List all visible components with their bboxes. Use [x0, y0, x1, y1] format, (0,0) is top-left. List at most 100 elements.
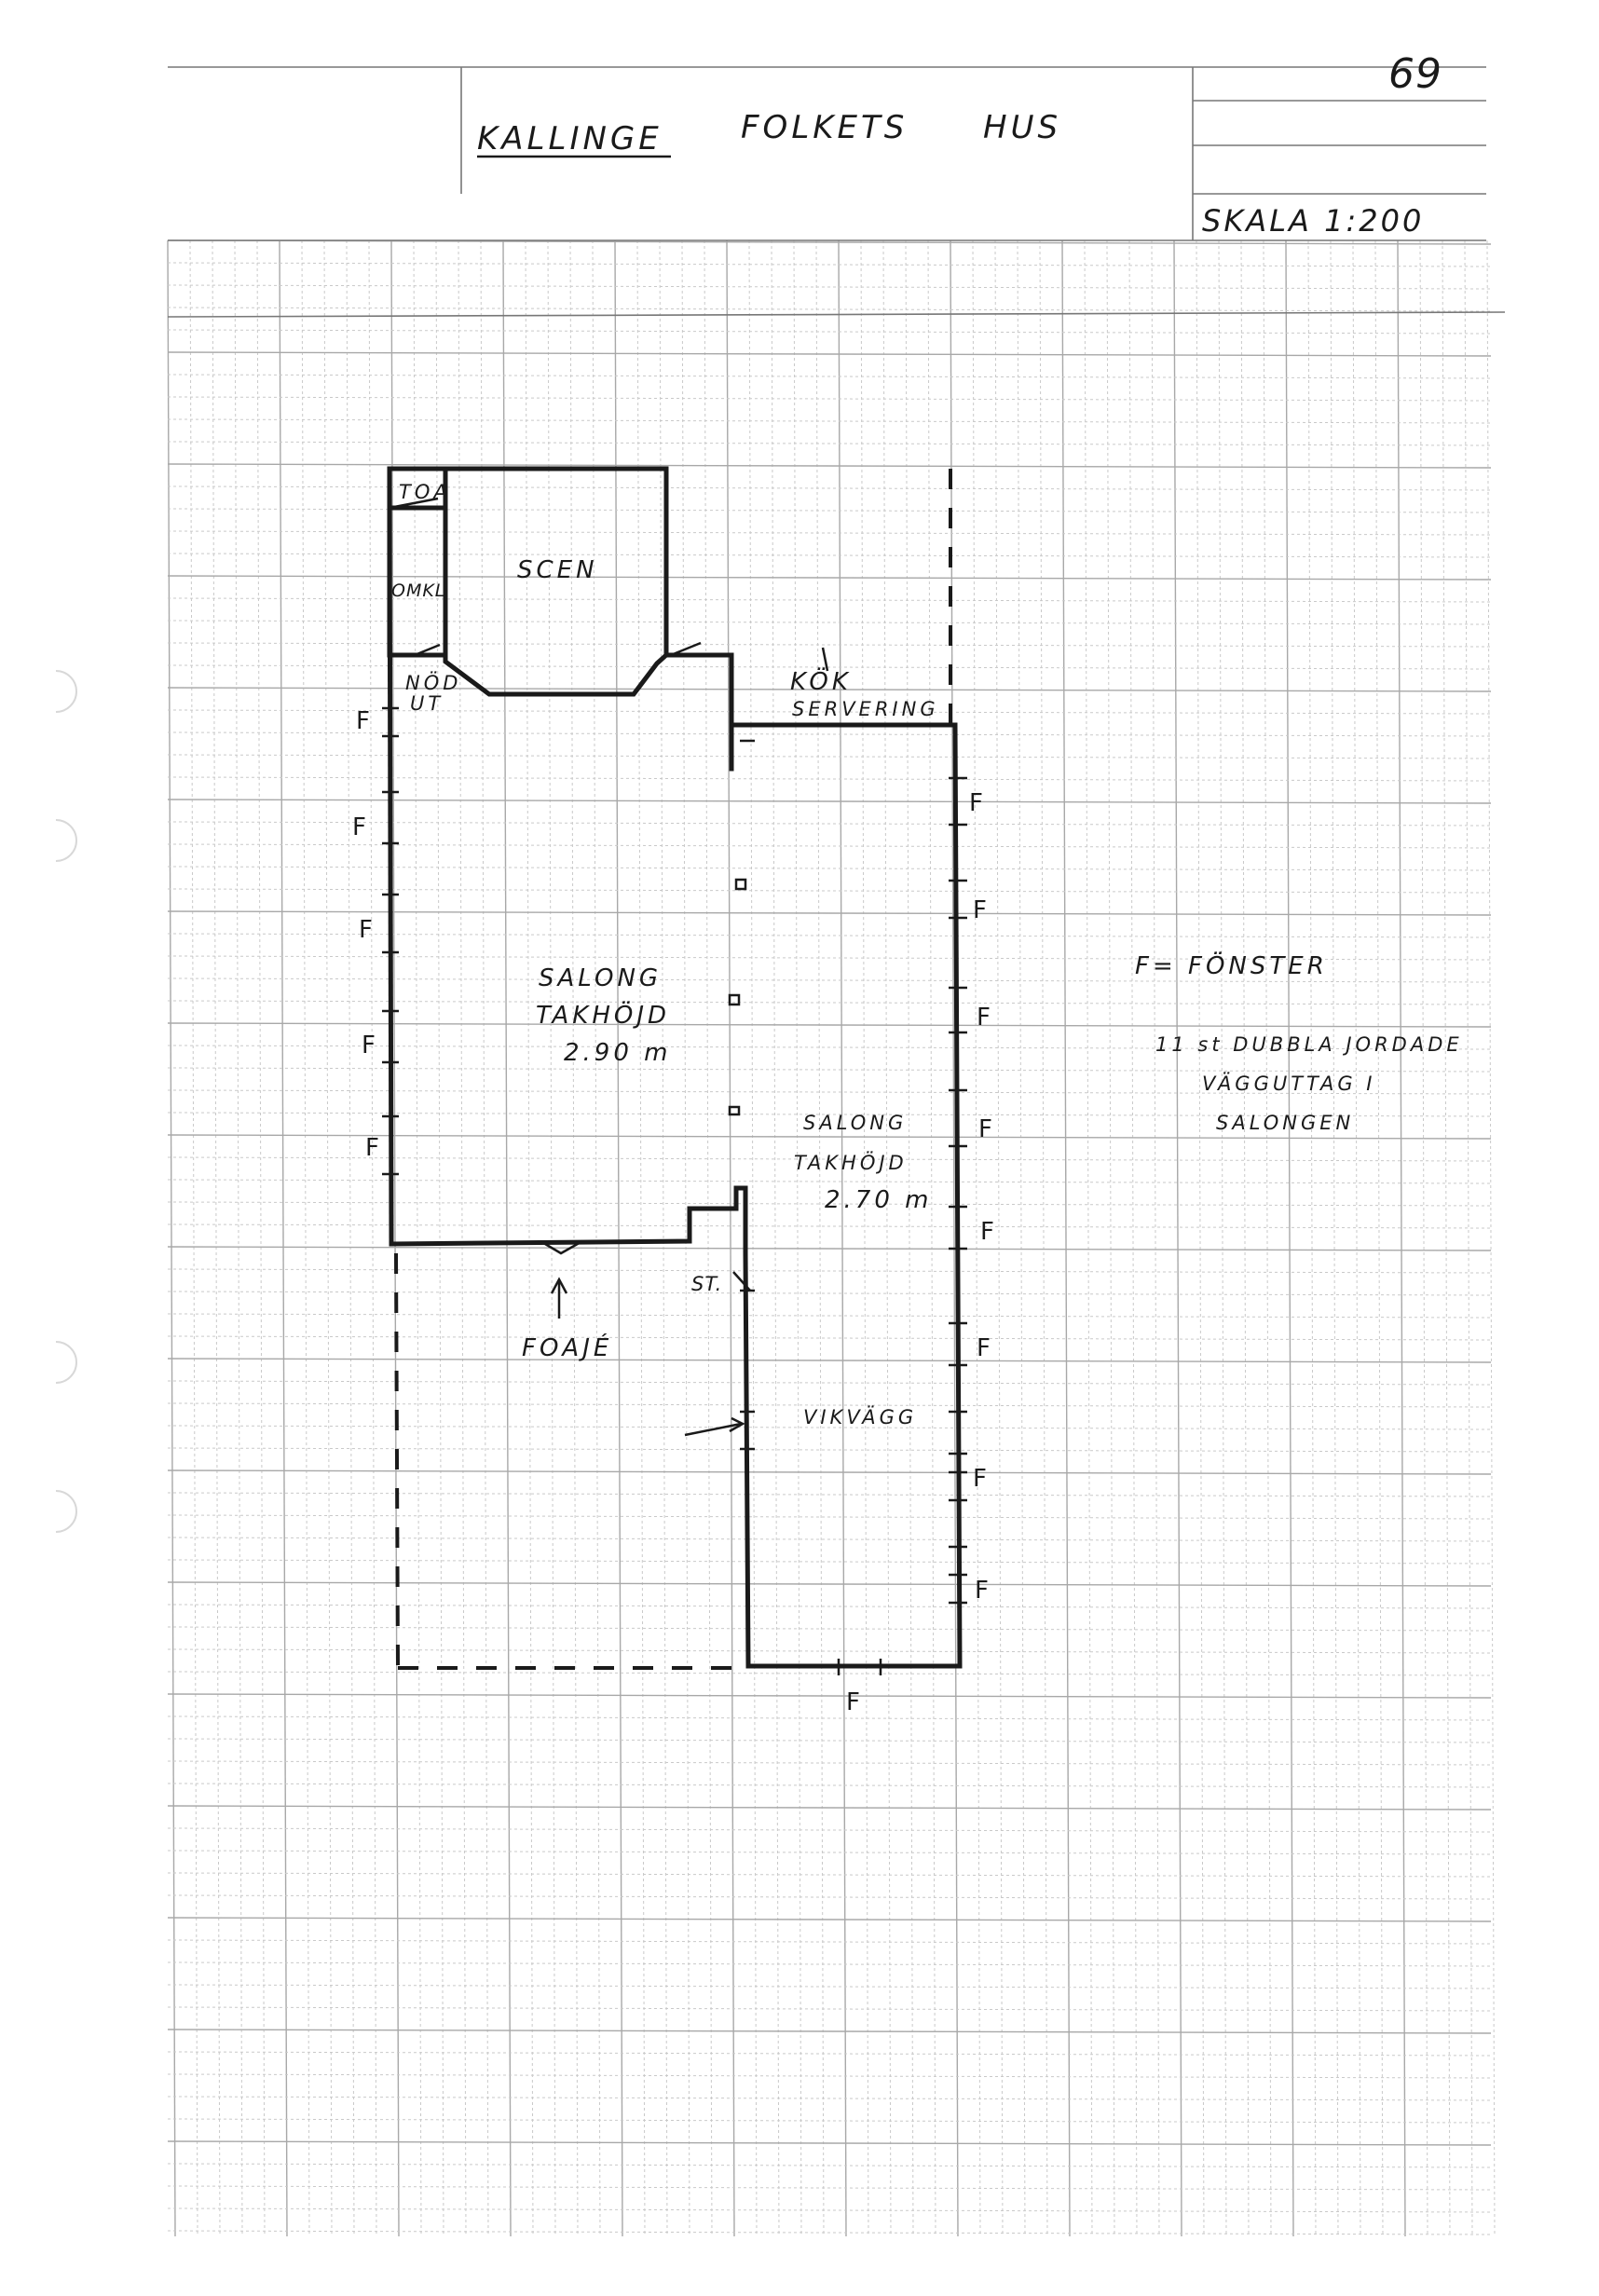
label-salong-2: SALONG: [803, 1112, 907, 1134]
grid-line: [726, 239, 735, 2237]
grid-line: [189, 239, 198, 2237]
column: [728, 993, 741, 1006]
right-wall: [952, 722, 963, 1669]
vikvagg-arrowhead: [729, 1416, 745, 1433]
grid-line: [167, 888, 1492, 894]
grid-line: [1352, 239, 1361, 2237]
grid-line: [167, 977, 1492, 983]
window-mark-f: F: [977, 1004, 991, 1032]
grid-line: [167, 2118, 1492, 2124]
grid-line: [167, 1492, 1492, 1497]
label-vikvagg: VIKVÄGG: [803, 1405, 917, 1428]
left-wall: [387, 466, 394, 1247]
grid-line: [167, 843, 1492, 849]
label-kok: KÖK: [790, 666, 852, 696]
column: [728, 1105, 741, 1116]
grid-line: [1419, 239, 1428, 2237]
grid-line: [167, 262, 1492, 267]
grid-line: [771, 239, 780, 2237]
grid-line: [167, 2096, 1492, 2101]
column: [734, 878, 747, 891]
grid-line: [1128, 239, 1138, 2237]
window-mark-f: F: [975, 1577, 989, 1605]
label-servering: SERVERING: [792, 698, 939, 720]
grid-line: [167, 1402, 1492, 1408]
grid-line: [167, 575, 1492, 581]
grid-line: [1330, 239, 1339, 2237]
window-mark-f: F: [352, 813, 366, 841]
stage-door: [670, 641, 702, 657]
grid-line: [167, 1000, 1492, 1005]
grid-line: [167, 754, 1492, 759]
grid-line: [323, 239, 333, 2237]
grid-line: [167, 1022, 1492, 1028]
grid-line: [1486, 239, 1496, 2237]
grid-line: [167, 776, 1492, 782]
grid-line: [167, 955, 1492, 961]
title-block: [167, 66, 1506, 318]
grid-line: [1307, 239, 1317, 2237]
grid-line: [167, 2185, 1492, 2191]
label-toa: TOA: [399, 481, 451, 503]
label-height-1: 2.90 m: [564, 1039, 671, 1067]
grid-line: [167, 1134, 1492, 1140]
grid-line: [167, 1179, 1492, 1184]
legend-fonster: F= FÖNSTER: [1135, 950, 1328, 980]
grid-line: [167, 1738, 1492, 1743]
grid-line: [167, 1067, 1492, 1073]
label-st: ST.: [691, 1273, 722, 1295]
grid-line: [279, 239, 288, 2237]
grid-line: [167, 1089, 1492, 1095]
grid-line: [502, 239, 512, 2237]
grid-line: [167, 441, 1492, 446]
grid-line: [1464, 239, 1473, 2237]
grid-line: [167, 1961, 1492, 1967]
grid-line: [815, 239, 825, 2237]
legend-outlets-2: VÄGGUTTAG I: [1202, 1072, 1375, 1095]
label-omkl: OMKL: [391, 581, 445, 601]
grid-line: [1442, 239, 1451, 2237]
grid-line: [480, 239, 489, 2237]
grid-line: [167, 597, 1492, 603]
grid-line: [167, 2029, 1492, 2034]
grid-line: [167, 1469, 1492, 1475]
grid-line: [167, 239, 176, 2237]
grid-line: [1017, 239, 1026, 2237]
grid-line: [167, 910, 1492, 916]
grid-line: [1151, 239, 1160, 2237]
window-ticks: [382, 706, 967, 1675]
grid-line: [167, 1268, 1492, 1274]
grid-line: [167, 1805, 1492, 1811]
grid-line: [167, 1984, 1492, 1989]
window-mark-f: F: [978, 1115, 992, 1143]
grid-line: [167, 463, 1492, 469]
grid-line: [1084, 239, 1093, 2237]
grid-line: [167, 1156, 1492, 1162]
page-number: 69: [1388, 50, 1442, 98]
vikvagg-arrow: [684, 1422, 742, 1437]
grid-line: [167, 1626, 1492, 1632]
grid-line: [972, 239, 981, 2237]
grid-line: [167, 1917, 1492, 1922]
grid-line: [167, 1358, 1492, 1363]
grid-line: [167, 485, 1492, 491]
grid-line: [1263, 239, 1272, 2237]
label-foaje: FOAJÉ: [522, 1332, 612, 1362]
grid-line: [748, 239, 758, 2237]
grid-line: [167, 530, 1492, 536]
grid-line: [167, 1514, 1492, 1520]
grid-line: [636, 239, 646, 2237]
label-takhojd-1: TAKHÖJD: [536, 1000, 670, 1030]
grid-line: [1039, 239, 1048, 2237]
grid-line: [167, 329, 1492, 335]
toa-door: [389, 497, 439, 510]
grid-line: [435, 239, 444, 2237]
foyer-door: [540, 1239, 583, 1255]
grid-line: [167, 1872, 1492, 1878]
grid-line: [167, 1045, 1492, 1050]
label-salong-1: SALONG: [539, 964, 662, 992]
grid-line: [1285, 239, 1294, 2237]
grid-line: [212, 239, 221, 2237]
grid-line: [167, 2140, 1492, 2146]
grid-line: [614, 239, 623, 2237]
